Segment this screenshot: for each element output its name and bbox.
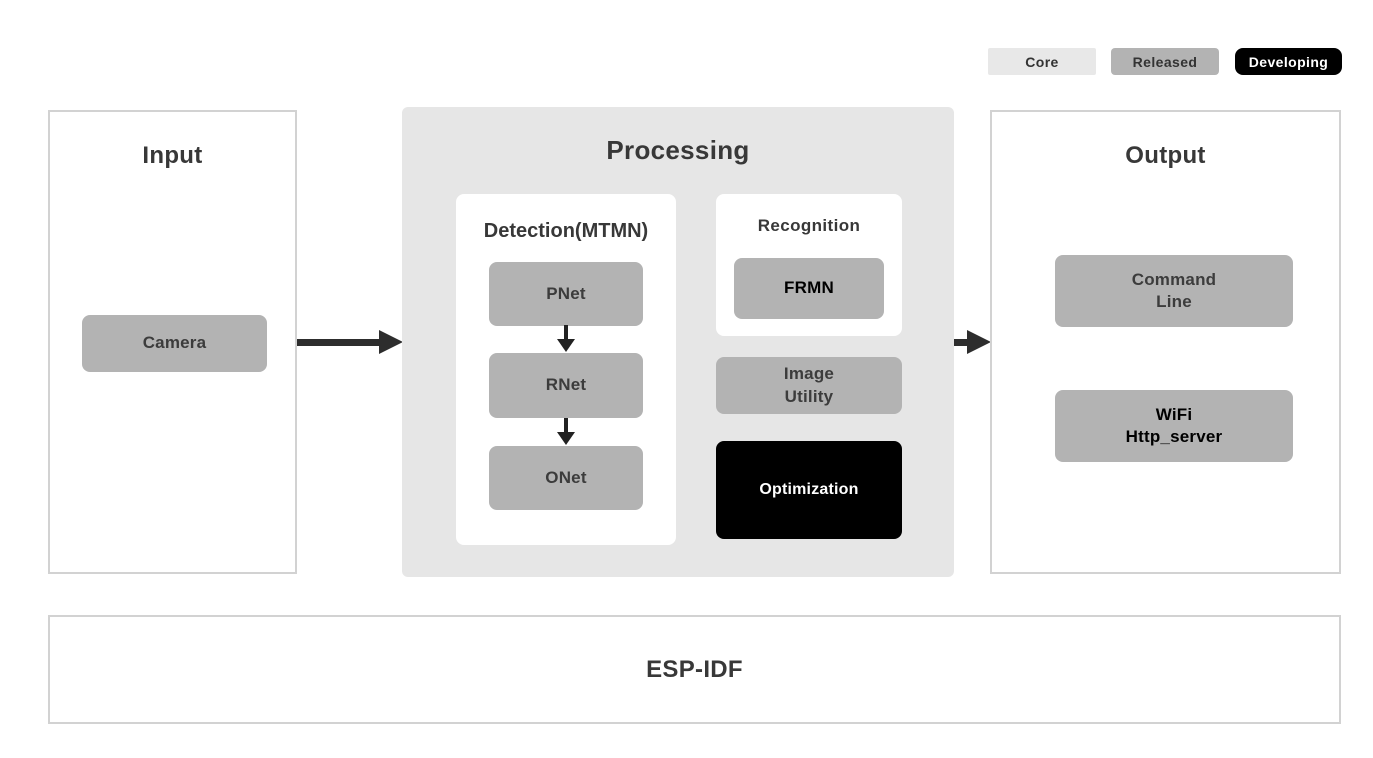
node-onet: ONet (489, 446, 643, 510)
node-wifi-http-server: WiFi Http_server (1055, 390, 1293, 462)
node-image-utility: Image Utility (716, 357, 902, 414)
processing-section: Processing Detection(MTMN) PNet RNet ONe… (402, 107, 954, 577)
arrow-right-icon (967, 330, 991, 354)
output-title: Output (1125, 142, 1206, 169)
input-title: Input (142, 142, 203, 169)
node-rnet: RNet (489, 353, 643, 418)
output-section: Output Command Line WiFi Http_server (990, 110, 1341, 574)
node-frmn: FRMN (734, 258, 884, 319)
input-section: Input Camera (48, 110, 297, 574)
arrow-input-to-processing (297, 327, 403, 357)
espidf-label: ESP-IDF (646, 655, 743, 683)
node-camera: Camera (82, 315, 267, 372)
node-pnet: PNet (489, 262, 643, 326)
detection-panel: Detection(MTMN) PNet RNet ONet (456, 194, 676, 545)
arrow-rnet-to-onet (556, 418, 576, 446)
arrow-right-icon (379, 330, 403, 354)
arrow-line (954, 339, 969, 346)
recognition-panel: Recognition FRMN (716, 194, 902, 336)
legend-badge-core: Core (988, 48, 1096, 75)
detection-title: Detection(MTMN) (483, 220, 649, 242)
legend-badge-released: Released (1111, 48, 1219, 75)
legend-badge-developing: Developing (1235, 48, 1342, 75)
espidf-section: ESP-IDF (48, 615, 1341, 724)
node-command-line: Command Line (1055, 255, 1293, 327)
processing-title: Processing (606, 135, 750, 165)
arrow-line (564, 418, 568, 434)
arrow-down-icon (557, 432, 575, 445)
arrow-line (297, 339, 381, 346)
node-optimization: Optimization (716, 441, 902, 539)
arrow-pnet-to-rnet (556, 325, 576, 353)
arrow-down-icon (557, 339, 575, 352)
recognition-title: Recognition (757, 216, 861, 235)
arrow-processing-to-output (954, 327, 991, 357)
arrow-line (564, 325, 568, 341)
